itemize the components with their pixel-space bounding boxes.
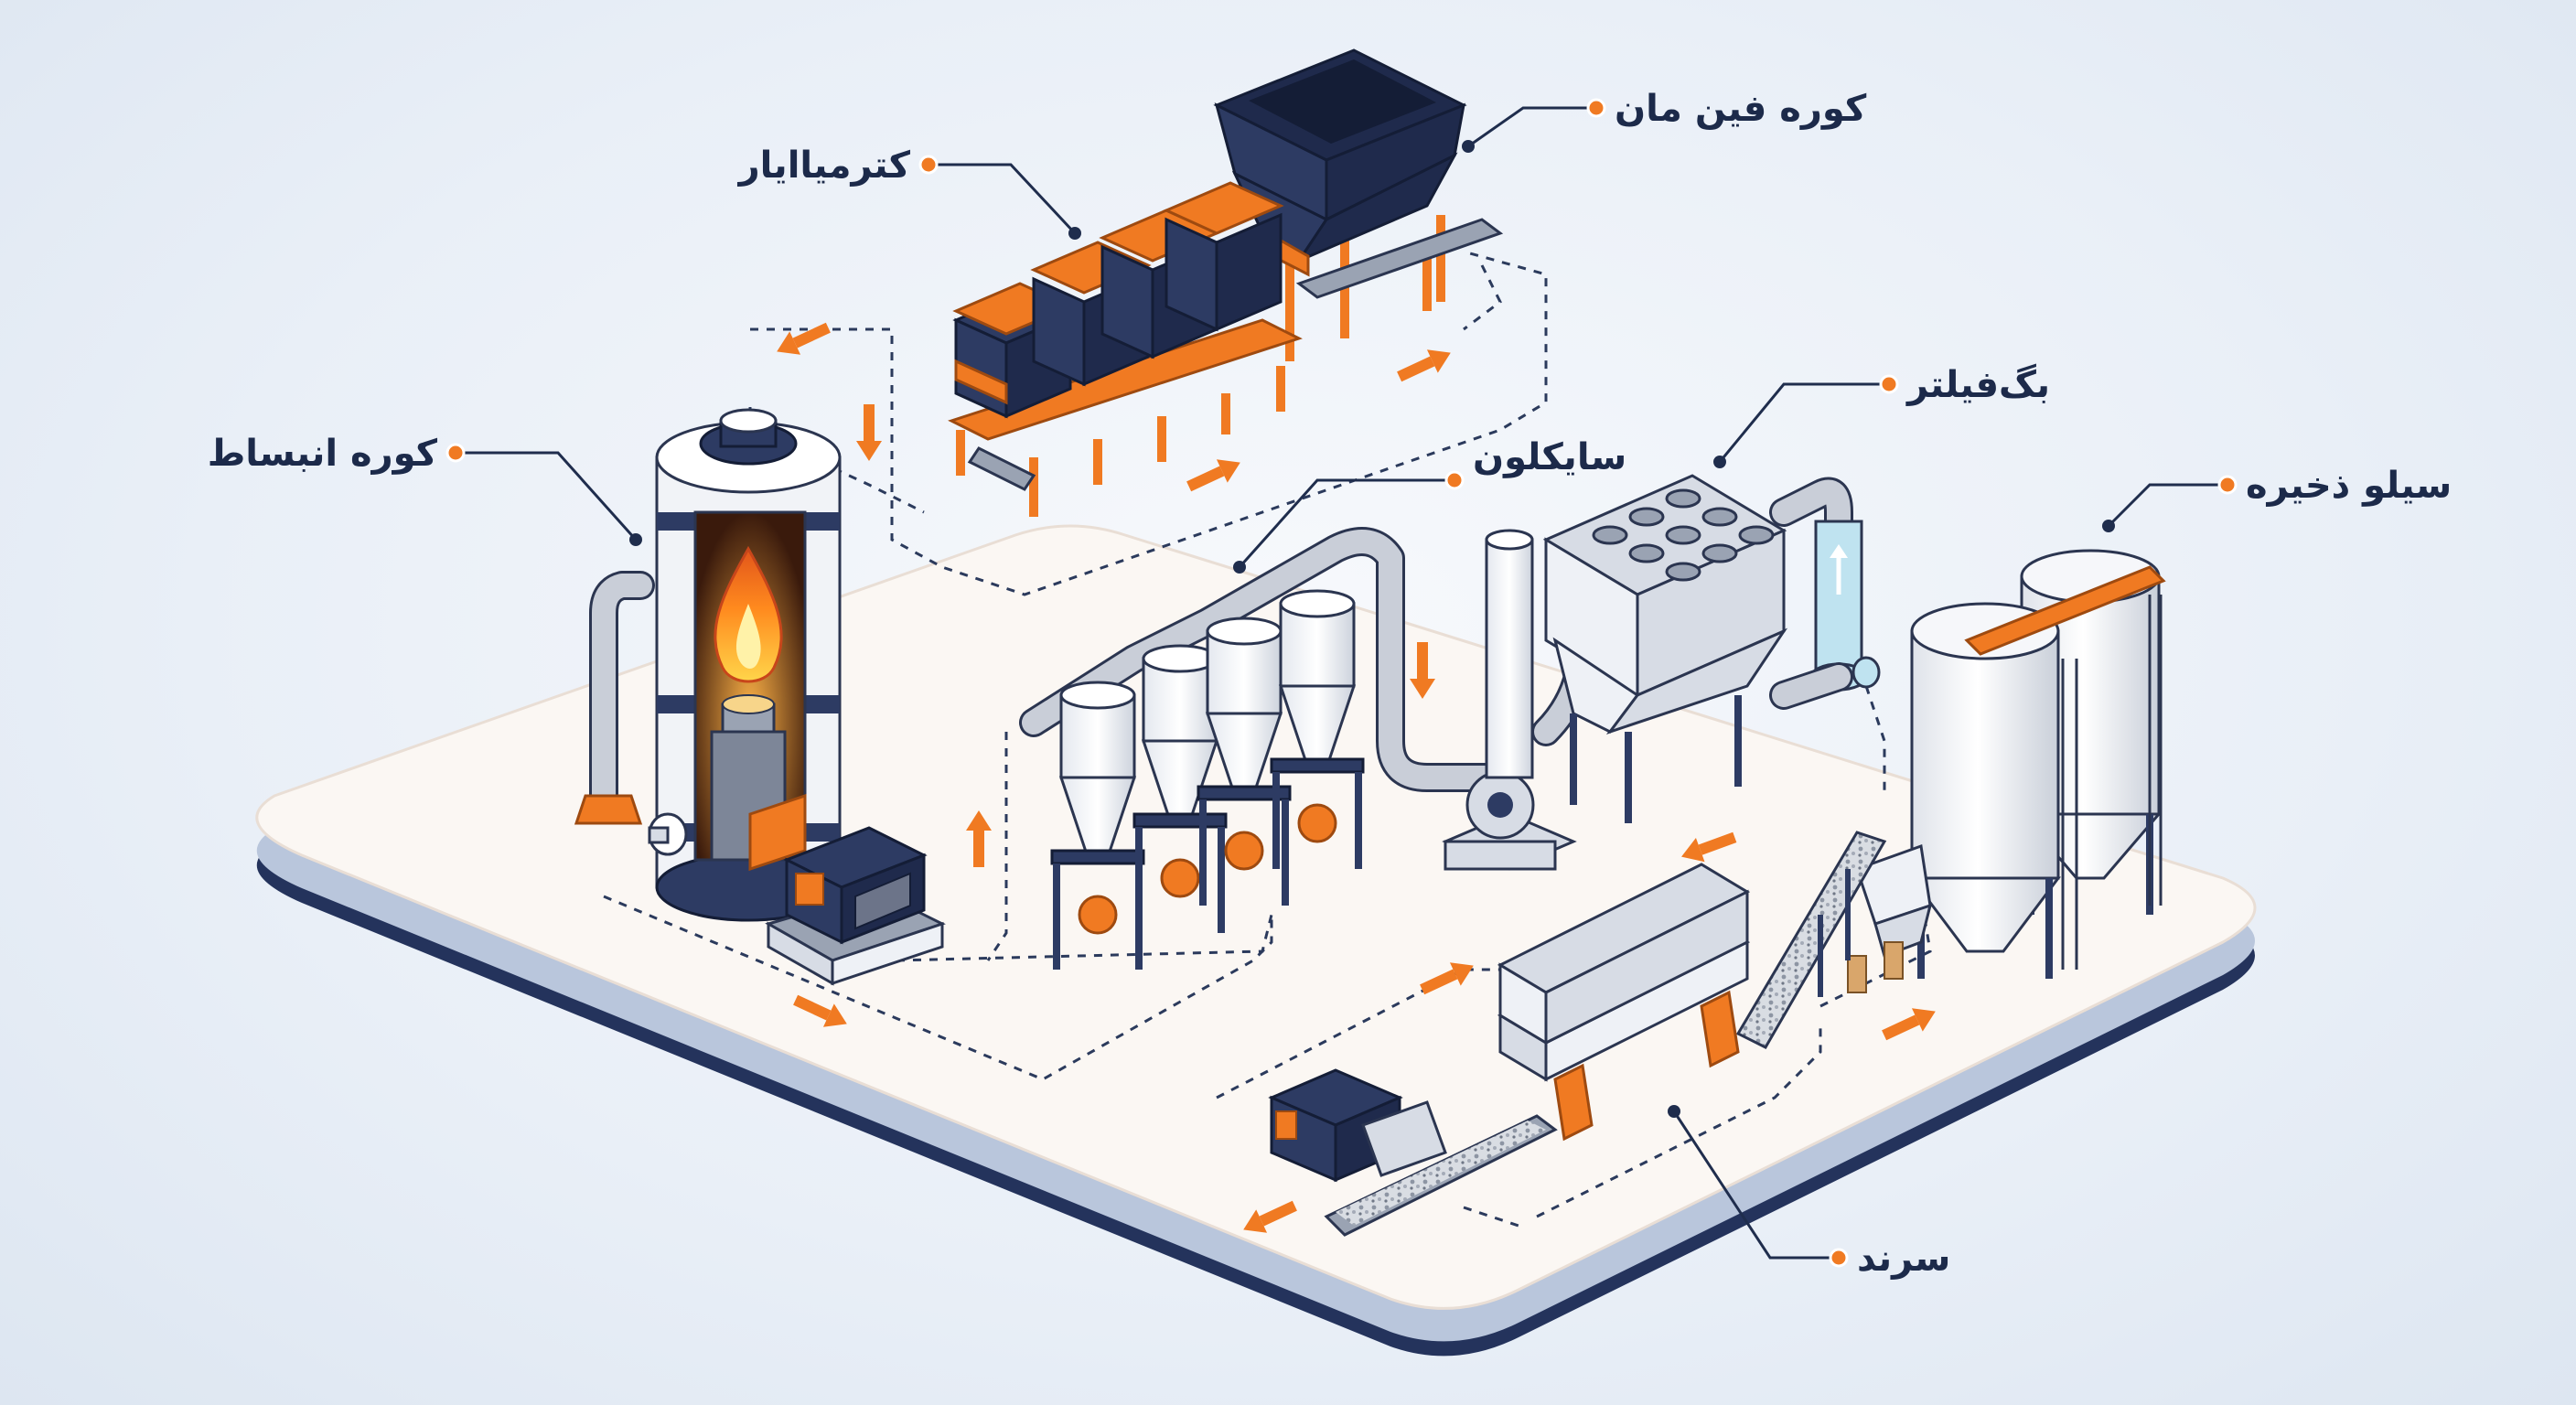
callouts <box>445 98 2238 1268</box>
label-dryer: کترمیاایار <box>737 145 911 187</box>
label-screen: سرند <box>1857 1238 1950 1280</box>
label-storage-silo: سیلو ذخیره <box>2246 465 2452 507</box>
bag-filter <box>1442 474 1881 871</box>
arrow-icon <box>1186 459 1240 492</box>
cyclone-bank <box>1019 527 1515 970</box>
arrow-icon <box>777 322 831 355</box>
arrow-icon <box>1243 1200 1297 1233</box>
arrow-icon <box>966 810 992 867</box>
arrow-icon <box>1882 1008 1936 1041</box>
arrow-icon <box>1681 831 1737 863</box>
flow-arrows <box>777 322 1936 1233</box>
label-raw-furnace: کوره فین مان <box>1615 88 1867 130</box>
arrow-icon <box>793 994 847 1027</box>
arrow-icon <box>856 404 882 461</box>
label-cyclone: سایکلون <box>1473 436 1626 478</box>
label-bag-filter: بگ‌فیلتر <box>1905 363 2050 406</box>
callout-labels: کوره فین مان کترمیاایار کوره انبساط سایک… <box>208 88 2452 1280</box>
label-expansion-furnace: کوره انبساط <box>208 433 438 475</box>
arrow-icon <box>1420 962 1474 995</box>
arrow-icon <box>1410 642 1435 699</box>
arrow-icon <box>1397 349 1451 382</box>
expansion-furnace <box>574 408 946 986</box>
dryer-unit <box>948 181 1303 517</box>
storage-silos <box>1847 549 2166 993</box>
screen-sieve <box>1268 831 1887 1237</box>
